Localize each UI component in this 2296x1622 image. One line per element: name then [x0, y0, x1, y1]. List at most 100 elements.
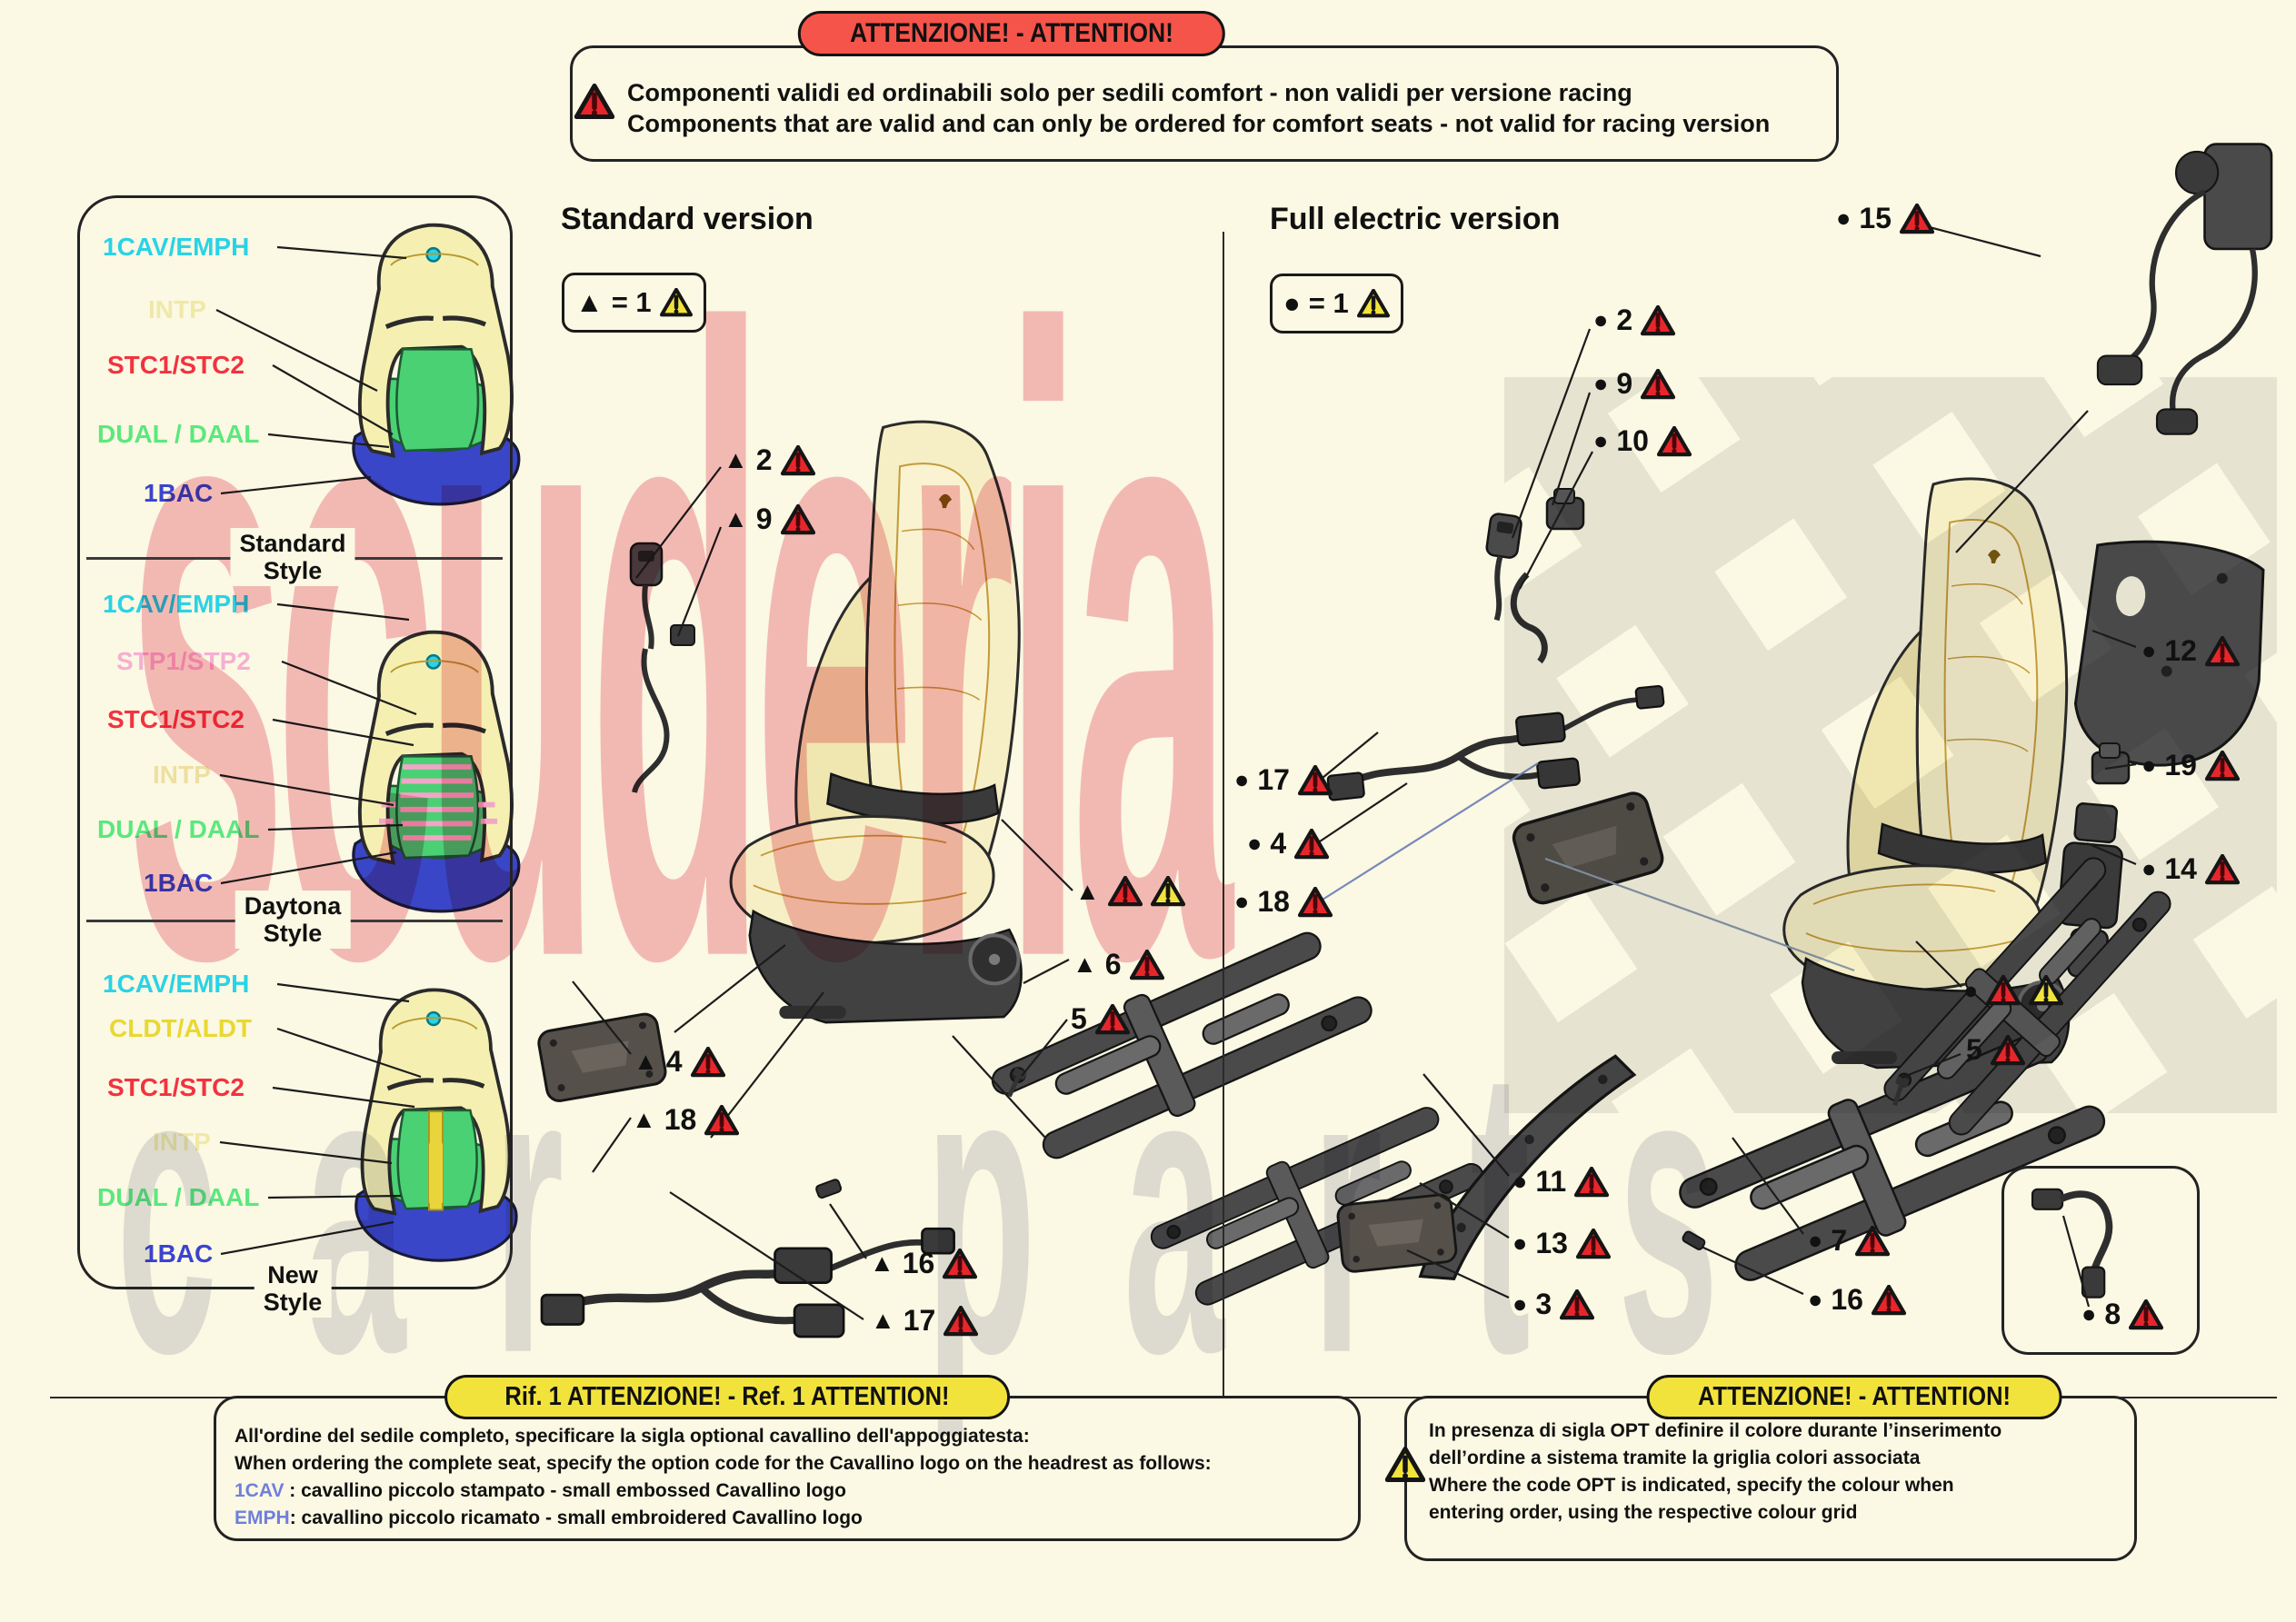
warning-red-icon [1095, 1004, 1130, 1035]
style-label: INTP [153, 761, 211, 789]
warning-yellow-icon [2029, 975, 2063, 1006]
dot-marker-icon: ● [1234, 888, 1250, 915]
dot-marker-icon: ● [2141, 751, 2157, 779]
warning-red-icon [1641, 369, 1675, 400]
callout-standard-6: ▲ 6 [1073, 948, 1164, 981]
style-label: 1BAC [144, 869, 214, 897]
style-label: DUAL / DAAL [97, 1183, 260, 1211]
callout-electric-9: ● 9 [1593, 367, 1675, 401]
callout-standard-warn: ▲ [1075, 876, 1185, 907]
bottom-left-notice-text: All'ordine del sedile completo, specific… [235, 1423, 1212, 1532]
style-label: DUAL / DAAL [97, 815, 260, 843]
style-label: 1CAV/EMPH [103, 590, 250, 618]
top-notice-text: Componenti validi ed ordinabili solo per… [627, 77, 1770, 139]
warning-red-icon [1574, 1167, 1609, 1198]
callout-standard-16: ▲ 16 [870, 1247, 977, 1280]
warning-red-icon [1872, 1285, 1906, 1316]
warning-red-icon [1560, 1289, 1594, 1320]
warning-red-icon [2129, 1299, 2163, 1330]
dot-marker-icon: ● [1808, 1227, 1823, 1254]
standard-version-title: Standard version [561, 202, 814, 236]
triangle-marker-icon: ▲ [1073, 950, 1097, 978]
style-label: CLDT/ALDT [109, 1014, 253, 1042]
hook-cable-part [1510, 572, 1548, 664]
dot-marker-icon: ● [1808, 1286, 1823, 1313]
warning-red-icon [1576, 1229, 1611, 1259]
triangle-marker-icon: ▲ [724, 446, 748, 473]
belt-cable-part [632, 648, 670, 793]
warning-red-icon [1130, 950, 1164, 980]
warning-red-icon [1641, 305, 1675, 336]
callout-electric-18: ● 18 [1234, 885, 1333, 919]
triangle-marker-icon: ▲ [871, 1307, 895, 1334]
notice-line: All'ordine del sedile completo, specific… [235, 1426, 1030, 1447]
callout-electric-warn: ● [1963, 975, 2063, 1006]
seat-illustration-new-style [356, 990, 516, 1260]
callout-electric-19: ● 19 [2141, 749, 2240, 782]
seat-styles-panel [77, 195, 513, 1289]
dot-marker-icon: ● [1512, 1168, 1528, 1195]
bottom-attention-banner-label: ATTENZIONE! - ATTENTION! [1698, 1382, 2011, 1411]
warning-red-icon [1298, 887, 1333, 918]
warning-red-icon [2205, 854, 2240, 885]
warning-red-icon [704, 1105, 739, 1136]
electric-version-title: Full electric version [1270, 202, 1561, 236]
style-label: DUAL / DAAL [97, 420, 260, 448]
top-notice-line-it: Componenti validi ed ordinabili solo per… [627, 79, 1632, 106]
triangle-marker-icon: ▲ [870, 1249, 894, 1277]
dot-marker-icon: ● [2141, 637, 2157, 664]
dot-marker-icon: ● [1512, 1229, 1528, 1257]
standard-parts [535, 543, 1492, 1337]
notice-line: When ordering the complete seat, specify… [235, 1453, 1212, 1474]
warning-red-icon [1294, 829, 1329, 860]
callout-electric-14: ● 14 [2141, 852, 2240, 886]
warning-red-icon [943, 1249, 977, 1279]
warning-red-icon [1657, 426, 1692, 457]
standard-version-legend: ▲ = 1 [562, 273, 706, 333]
caption-standard-style: Standard Style [230, 528, 355, 586]
callout-standard-18: ▲ 18 [632, 1103, 739, 1137]
triangle-marker-icon: ▲ [724, 505, 748, 532]
dot-marker-icon: ● [1247, 830, 1263, 857]
section-divider-vertical [1223, 232, 1224, 1397]
ref1-attention-banner: Rif. 1 ATTENZIONE! - Ref. 1 ATTENTION! [444, 1375, 1010, 1419]
warning-red-icon [1991, 1035, 2025, 1066]
top-attention-banner-label: ATTENZIONE! - ATTENTION! [850, 18, 1173, 48]
electric-leader-lines [1319, 224, 2137, 1308]
callout-electric-3: ● 3 [1512, 1288, 1594, 1321]
standard-leader-lines [572, 466, 1073, 1320]
bottom-attention-banner: ATTENZIONE! - ATTENTION! [1646, 1375, 2062, 1419]
callout-standard-9: ▲ 9 [724, 503, 815, 536]
notice-line: 1CAV : cavallino piccolo stampato - smal… [235, 1480, 846, 1501]
callout-electric-4: ● 4 [1247, 827, 1329, 861]
label-leader-lines [215, 245, 422, 1256]
callout-electric-7: ● 7 [1808, 1224, 1890, 1258]
dot-marker-icon: ● [1963, 976, 1979, 1004]
code-emph: EMPH [235, 1508, 290, 1528]
style-label: INTP [148, 295, 206, 323]
dot-marker-icon: ● [1512, 1290, 1528, 1318]
dot-marker-icon: ● [1234, 766, 1250, 793]
warning-yellow-icon [1151, 876, 1185, 907]
dot-marker-icon: ● [1283, 287, 1301, 319]
notice-line: In presenza di sigla OPT definire il col… [1429, 1420, 2002, 1441]
style-label: STC1/STC2 [107, 705, 245, 733]
bottom-right-notice-text: In presenza di sigla OPT definire il col… [1429, 1418, 2002, 1527]
electric-parts [1322, 144, 2272, 1306]
triangle-marker-icon: ▲ [632, 1106, 656, 1133]
callout-electric-13: ● 13 [1512, 1227, 1611, 1260]
style-label: 1CAV/EMPH [103, 970, 250, 998]
notice-line: EMPH: cavallino piccolo ricamato - small… [235, 1508, 863, 1528]
warning-red-icon [781, 445, 815, 476]
style-label: STC1/STC2 [107, 1073, 245, 1101]
notice-line: Where the code OPT is indicated, specify… [1429, 1475, 1954, 1496]
callout-electric-2: ● 2 [1593, 304, 1675, 337]
triangle-marker-icon: ▲ [634, 1048, 658, 1075]
caption-new-style: New Style [254, 1259, 332, 1318]
callout-electric-8: ● 8 [2081, 1298, 2163, 1331]
warning-red-icon [2205, 751, 2240, 781]
callout-electric-10: ● 10 [1593, 424, 1692, 458]
style-label: 1BAC [144, 1239, 214, 1268]
warning-red-icon [1108, 876, 1143, 907]
